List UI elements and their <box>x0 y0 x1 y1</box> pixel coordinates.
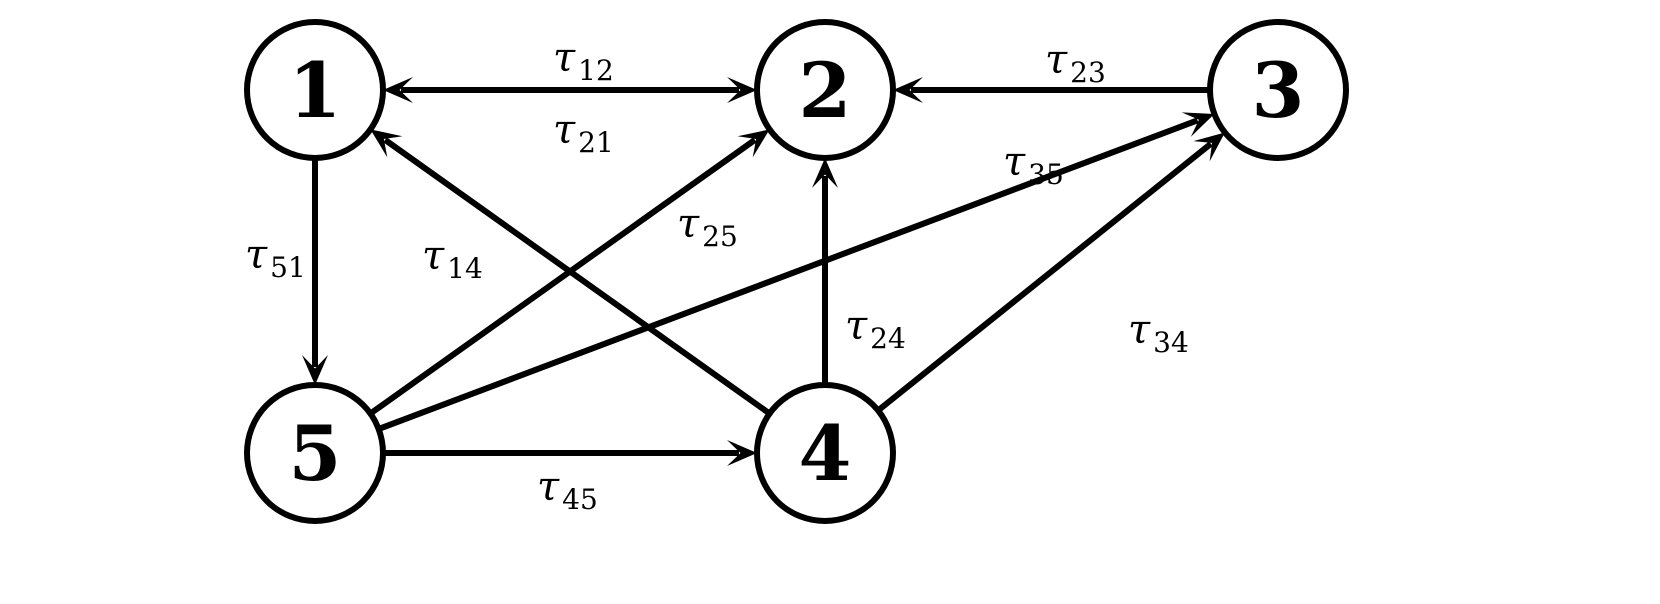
node-1: 1 <box>244 19 386 161</box>
edge-subscript: 14 <box>447 252 483 285</box>
edge-5-to-2 <box>368 129 770 417</box>
edge-line <box>377 117 1199 432</box>
edge-line <box>876 141 1213 413</box>
node-circle <box>1207 19 1349 161</box>
edge-subscript: 23 <box>1070 56 1106 89</box>
edge-1-to-2 <box>383 77 757 103</box>
edge-3-to-2 <box>893 77 1210 103</box>
edges-layer <box>302 77 1225 466</box>
edge-subscript: 34 <box>1153 326 1189 359</box>
node-label: 4 <box>799 409 852 498</box>
node-3: 3 <box>1207 19 1349 161</box>
edge-subscript: 35 <box>1028 158 1064 191</box>
node-5: 5 <box>244 382 386 524</box>
edge-subscript: 45 <box>562 483 598 516</box>
arrowhead-icon <box>383 77 413 103</box>
node-circle <box>754 19 896 161</box>
edge-symbol: τ <box>1045 37 1068 83</box>
edge-subscript: 24 <box>870 322 906 355</box>
arrowhead-icon <box>1181 112 1215 137</box>
node-circle <box>754 382 896 524</box>
edge-subscript: 25 <box>702 220 738 253</box>
node-4: 4 <box>754 382 896 524</box>
edge-subscript: 12 <box>578 54 614 87</box>
arrowhead-icon <box>893 77 923 103</box>
node-label: 3 <box>1252 46 1305 135</box>
edge-5-to-4 <box>383 440 757 466</box>
edge-subscript: 51 <box>270 251 306 284</box>
edge-symbol: τ <box>245 232 268 278</box>
edge-symbol: τ <box>537 464 560 510</box>
edge-4-to-1 <box>370 129 772 417</box>
node-label: 1 <box>289 46 342 135</box>
arrowhead-icon <box>302 355 328 385</box>
edge-symbol: τ <box>1003 139 1026 185</box>
node-circle <box>244 19 386 161</box>
arrowhead-icon <box>1193 132 1225 162</box>
arrowhead-icon <box>737 129 770 158</box>
edge-symbol: τ <box>553 35 576 81</box>
edge-symbol: τ <box>422 233 445 279</box>
edge-symbol: τ <box>553 107 576 153</box>
edge-subscript: 21 <box>578 126 614 159</box>
edge-line <box>368 137 757 417</box>
edge-4-to-3 <box>876 132 1225 413</box>
arrowhead-icon <box>812 158 838 188</box>
node-label: 2 <box>799 46 852 135</box>
edge-5-to-3 <box>377 112 1215 432</box>
edge-symbol: τ <box>677 201 700 247</box>
edge-symbol: τ <box>1128 307 1151 353</box>
node-label: 5 <box>289 409 342 498</box>
edge-4-to-2 <box>812 158 838 385</box>
node-circle <box>244 382 386 524</box>
edge-1-to-5 <box>302 158 328 385</box>
node-2: 2 <box>754 19 896 161</box>
edge-symbol: τ <box>845 303 868 349</box>
edge-line <box>383 137 772 417</box>
arrowhead-icon <box>370 129 403 158</box>
arrowhead-icon <box>727 77 757 103</box>
arrowhead-icon <box>727 440 757 466</box>
